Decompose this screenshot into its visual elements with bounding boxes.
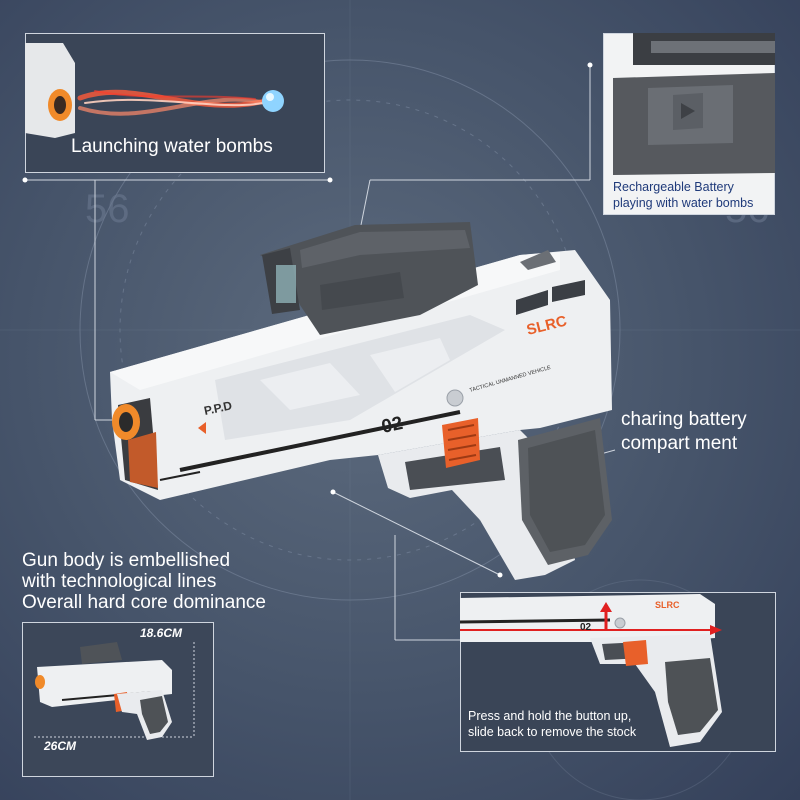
body-caption-line3: Overall hard core dominance bbox=[22, 592, 266, 613]
launching-caption: Launching water bombs bbox=[71, 136, 273, 157]
battery-caption-line1: Rechargeable Battery bbox=[613, 180, 734, 194]
inset-gun-number: 02 bbox=[580, 622, 592, 633]
battery-caption-line2: playing with water bombs bbox=[613, 196, 754, 210]
body-caption-line1: Gun body is embellished bbox=[22, 550, 231, 571]
stock-caption-line2: slide back to remove the stock bbox=[468, 725, 637, 739]
height-dimension: 18.6CM bbox=[140, 626, 183, 640]
inset-gun-brand: SLRC bbox=[655, 600, 680, 610]
inset-dimensions: 18.6CM 26CM bbox=[22, 622, 214, 777]
charging-caption-line1: charing battery bbox=[621, 409, 747, 430]
length-dimension: 26CM bbox=[44, 739, 77, 753]
stock-caption-line1: Press and hold the button up, bbox=[468, 709, 632, 723]
inset-launching: Launching water bombs bbox=[25, 33, 325, 173]
inset-battery: Rechargeable Battery playing with water … bbox=[603, 33, 775, 215]
inset-stock: 02 SLRC Press and hold the button up, sl… bbox=[460, 592, 776, 752]
body-caption-line2: with technological lines bbox=[22, 571, 217, 592]
gun-model-marking: P.P.D bbox=[203, 398, 234, 418]
bg-number-left: 56 bbox=[85, 187, 130, 231]
charging-caption-line2: compart ment bbox=[621, 433, 738, 454]
gun-number-marking: 02 bbox=[380, 413, 405, 438]
